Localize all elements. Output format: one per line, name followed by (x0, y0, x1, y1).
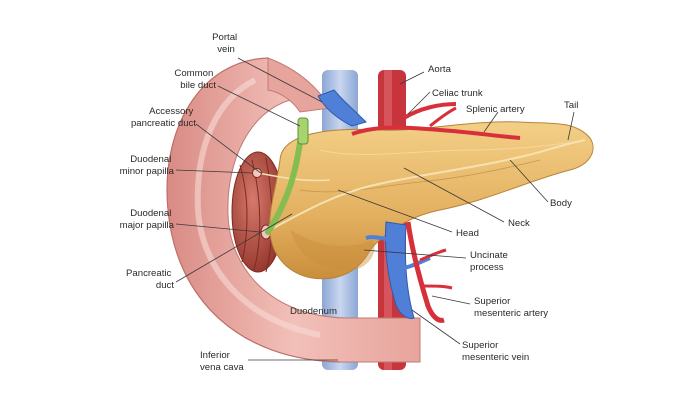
pancreatic-duct-vessel (265, 139, 586, 233)
label-head: Head (456, 228, 479, 239)
label-pancreatic-duct: Pancreatic duct (126, 268, 174, 291)
celiac-trunk-vessel (402, 102, 457, 120)
leader-smv (411, 309, 461, 345)
leader-sma (431, 295, 471, 305)
leader-aorta (399, 71, 425, 85)
leader-celiac-trunk (407, 91, 431, 115)
leader-body (509, 159, 549, 203)
label-inferior-vena-cava: Inferior vena cava (200, 350, 244, 373)
leader-tail (567, 111, 575, 141)
label-duodenal-minor-papilla: Duodenal minor papilla (120, 154, 175, 177)
superior-mesenteric-artery-vessel (405, 221, 453, 323)
label-body: Body (550, 198, 572, 209)
label-aorta: Aorta (428, 64, 452, 75)
label-tail: Tail (564, 100, 578, 111)
label-duodenal-major-papilla: Duodenal major papilla (120, 208, 175, 231)
label-superior-mesenteric-vein: Superior mesenteric vein (462, 340, 529, 363)
label-common-bile-duct: Common bile duct (174, 68, 216, 91)
leader-portal-vein (237, 57, 323, 103)
leader-splenic-artery (483, 111, 499, 133)
splenic-artery-vessel (351, 106, 521, 140)
label-accessory-pancreatic-duct: Accessory pancreatic duct (131, 106, 196, 129)
leader-head (337, 189, 453, 233)
label-splenic-artery: Splenic artery (466, 104, 525, 115)
leader-uncinate (363, 249, 467, 259)
leader-neck (403, 167, 505, 223)
label-neck: Neck (508, 218, 530, 229)
leader-minor-papilla (175, 169, 253, 174)
label-uncinate-process: Uncinate process (470, 250, 511, 273)
leader-accessory-duct (195, 123, 263, 175)
leader-pancreatic-duct (175, 213, 293, 283)
portal-vein-vessel (317, 89, 367, 127)
leader-common-bile-duct (217, 85, 301, 127)
label-duodenum: Duodenum (290, 306, 337, 317)
label-portal-vein: Portal vein (212, 32, 240, 55)
duodenum-loop (166, 57, 421, 363)
leader-lines (175, 57, 575, 361)
label-celiac-trunk: Celiac trunk (432, 88, 483, 99)
label-superior-mesenteric-artery: Superior mesenteric artery (474, 296, 548, 319)
leader-major-papilla (175, 223, 261, 233)
